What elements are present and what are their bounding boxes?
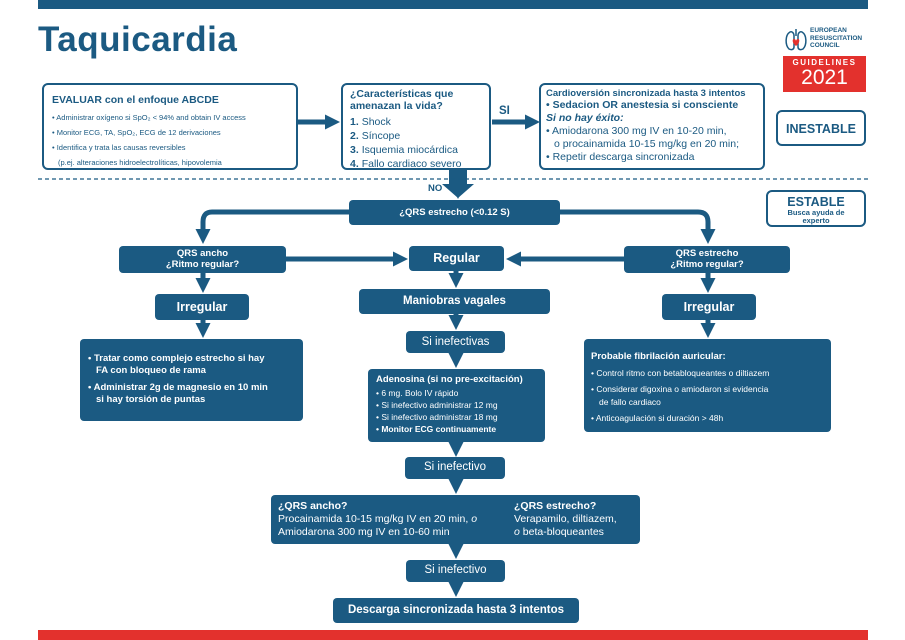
- wide-irregular-item: • Administrar 2g de magnesio en 10 min s…: [88, 382, 268, 405]
- qrs-wide-branch: QRS ancho ¿Ritmo regular?: [119, 246, 286, 273]
- cardioversion-item-cont: o procainamida 10-15 mg/kg en 20 min;: [554, 138, 740, 150]
- ineffective-box-3: Si inefectivo: [406, 560, 505, 582]
- cardioversion-item: • Repetir descarga sincronizada: [546, 151, 695, 163]
- page-title: Taquicardia: [38, 20, 238, 59]
- stable-label: ESTABLE: [787, 195, 845, 209]
- threat-item: 4. Fallo cardiaco severo: [350, 158, 462, 170]
- qrs-narrow-question: ¿QRS estrecho (<0.12 S): [349, 200, 560, 225]
- cardioversion-fail-label: Si no hay éxito:: [546, 112, 624, 124]
- assess-item: • Monitor ECG, TA, SpO₂, ECG de 12 deriv…: [52, 128, 221, 137]
- af-item: • Anticoagulación si duración > 48h: [591, 413, 724, 423]
- assess-item: • Administrar oxígeno si SpO₂ < 94% and …: [52, 113, 246, 122]
- cardioversion-item: • Sedacion OR anestesia si consciente: [546, 99, 739, 111]
- final-shock-box: Descarga sincronizada hasta 3 intentos: [333, 598, 579, 623]
- adenosine-box: Adenosina (si no pre-excitación) • 6 mg.…: [368, 369, 545, 442]
- drugs-wide-section: ¿QRS ancho? Procainamida 10-15 mg/kg IV …: [278, 500, 478, 538]
- stable-box: ESTABLE Busca ayuda de experto: [766, 190, 866, 227]
- irregular-right-box: Irregular: [662, 294, 756, 320]
- adenosine-item: • Si inefectivo administrar 12 mg: [376, 400, 498, 410]
- yes-label: SI: [499, 105, 510, 117]
- adenosine-item: • Monitor ECG continuamente: [376, 424, 497, 434]
- drugs-narrow-section: ¿QRS estrecho? Verapamilo, diltiazem, o …: [514, 500, 617, 538]
- adenosine-item: • Si inefectivo administrar 18 mg: [376, 412, 498, 422]
- threat-item: 3. Isquemia miocárdica: [350, 144, 458, 156]
- adenosine-heading: Adenosina (si no pre-excitación): [376, 374, 523, 385]
- stable-subtext: Busca ayuda de experto: [787, 208, 845, 225]
- regular-box: Regular: [409, 246, 504, 271]
- no-label: NO: [428, 183, 443, 194]
- af-box: Probable fibrilación auricular: • Contro…: [584, 339, 831, 432]
- drugs-box: ¿QRS ancho? Procainamida 10-15 mg/kg IV …: [271, 495, 640, 544]
- af-heading: Probable fibrilación auricular:: [591, 351, 726, 362]
- af-item: • Control ritmo con betabloqueantes o di…: [591, 368, 770, 378]
- threat-box: ¿Características que amenazan la vida? 1…: [341, 83, 491, 170]
- af-item: • Considerar digoxina o amiodaron si evi…: [591, 384, 769, 407]
- wide-irregular-item: • Tratar como complejo estrecho si hay F…: [88, 353, 265, 376]
- threat-heading: ¿Características que amenazan la vida?: [350, 88, 454, 112]
- assess-item: (p.ej. alteraciones hidroelectrolíticas,…: [58, 158, 222, 167]
- vagal-maneuvers-box: Maniobras vagales: [359, 289, 550, 314]
- bottom-bar: [38, 630, 868, 640]
- irregular-left-box: Irregular: [155, 294, 249, 320]
- unstable-label: INESTABLE: [776, 110, 866, 146]
- guidelines-badge: GUIDELINES 2021: [783, 56, 866, 92]
- cardioversion-box: Cardioversión sincronizada hasta 3 inten…: [539, 83, 765, 170]
- erc-logo-text: EUROPEAN RESUSCITATION COUNCIL: [810, 27, 863, 49]
- threat-item: 1. Shock: [350, 116, 391, 128]
- cardioversion-heading: Cardioversión sincronizada hasta 3 inten…: [546, 88, 746, 99]
- assess-item: • Identifica y trata las causas reversib…: [52, 143, 186, 152]
- erc-heart-lungs-icon: [785, 29, 807, 51]
- ineffective-box-2: Si inefectivo: [405, 457, 505, 479]
- adenosine-item: • 6 mg. Bolo IV rápido: [376, 388, 459, 398]
- qrs-narrow-branch: QRS estrecho ¿Ritmo regular?: [624, 246, 790, 273]
- ineffective-box-1: Si inefectivas: [406, 331, 505, 353]
- cardioversion-item: • Amiodarona 300 mg IV en 10-20 min,: [546, 125, 727, 137]
- threat-item: 2. Síncope: [350, 130, 401, 142]
- wide-irregular-box: • Tratar como complejo estrecho si hay F…: [80, 339, 303, 421]
- assess-heading: EVALUAR con el enfoque ABCDE: [52, 94, 219, 106]
- assess-box: EVALUAR con el enfoque ABCDE • Administr…: [42, 83, 298, 170]
- top-bar: [38, 0, 868, 9]
